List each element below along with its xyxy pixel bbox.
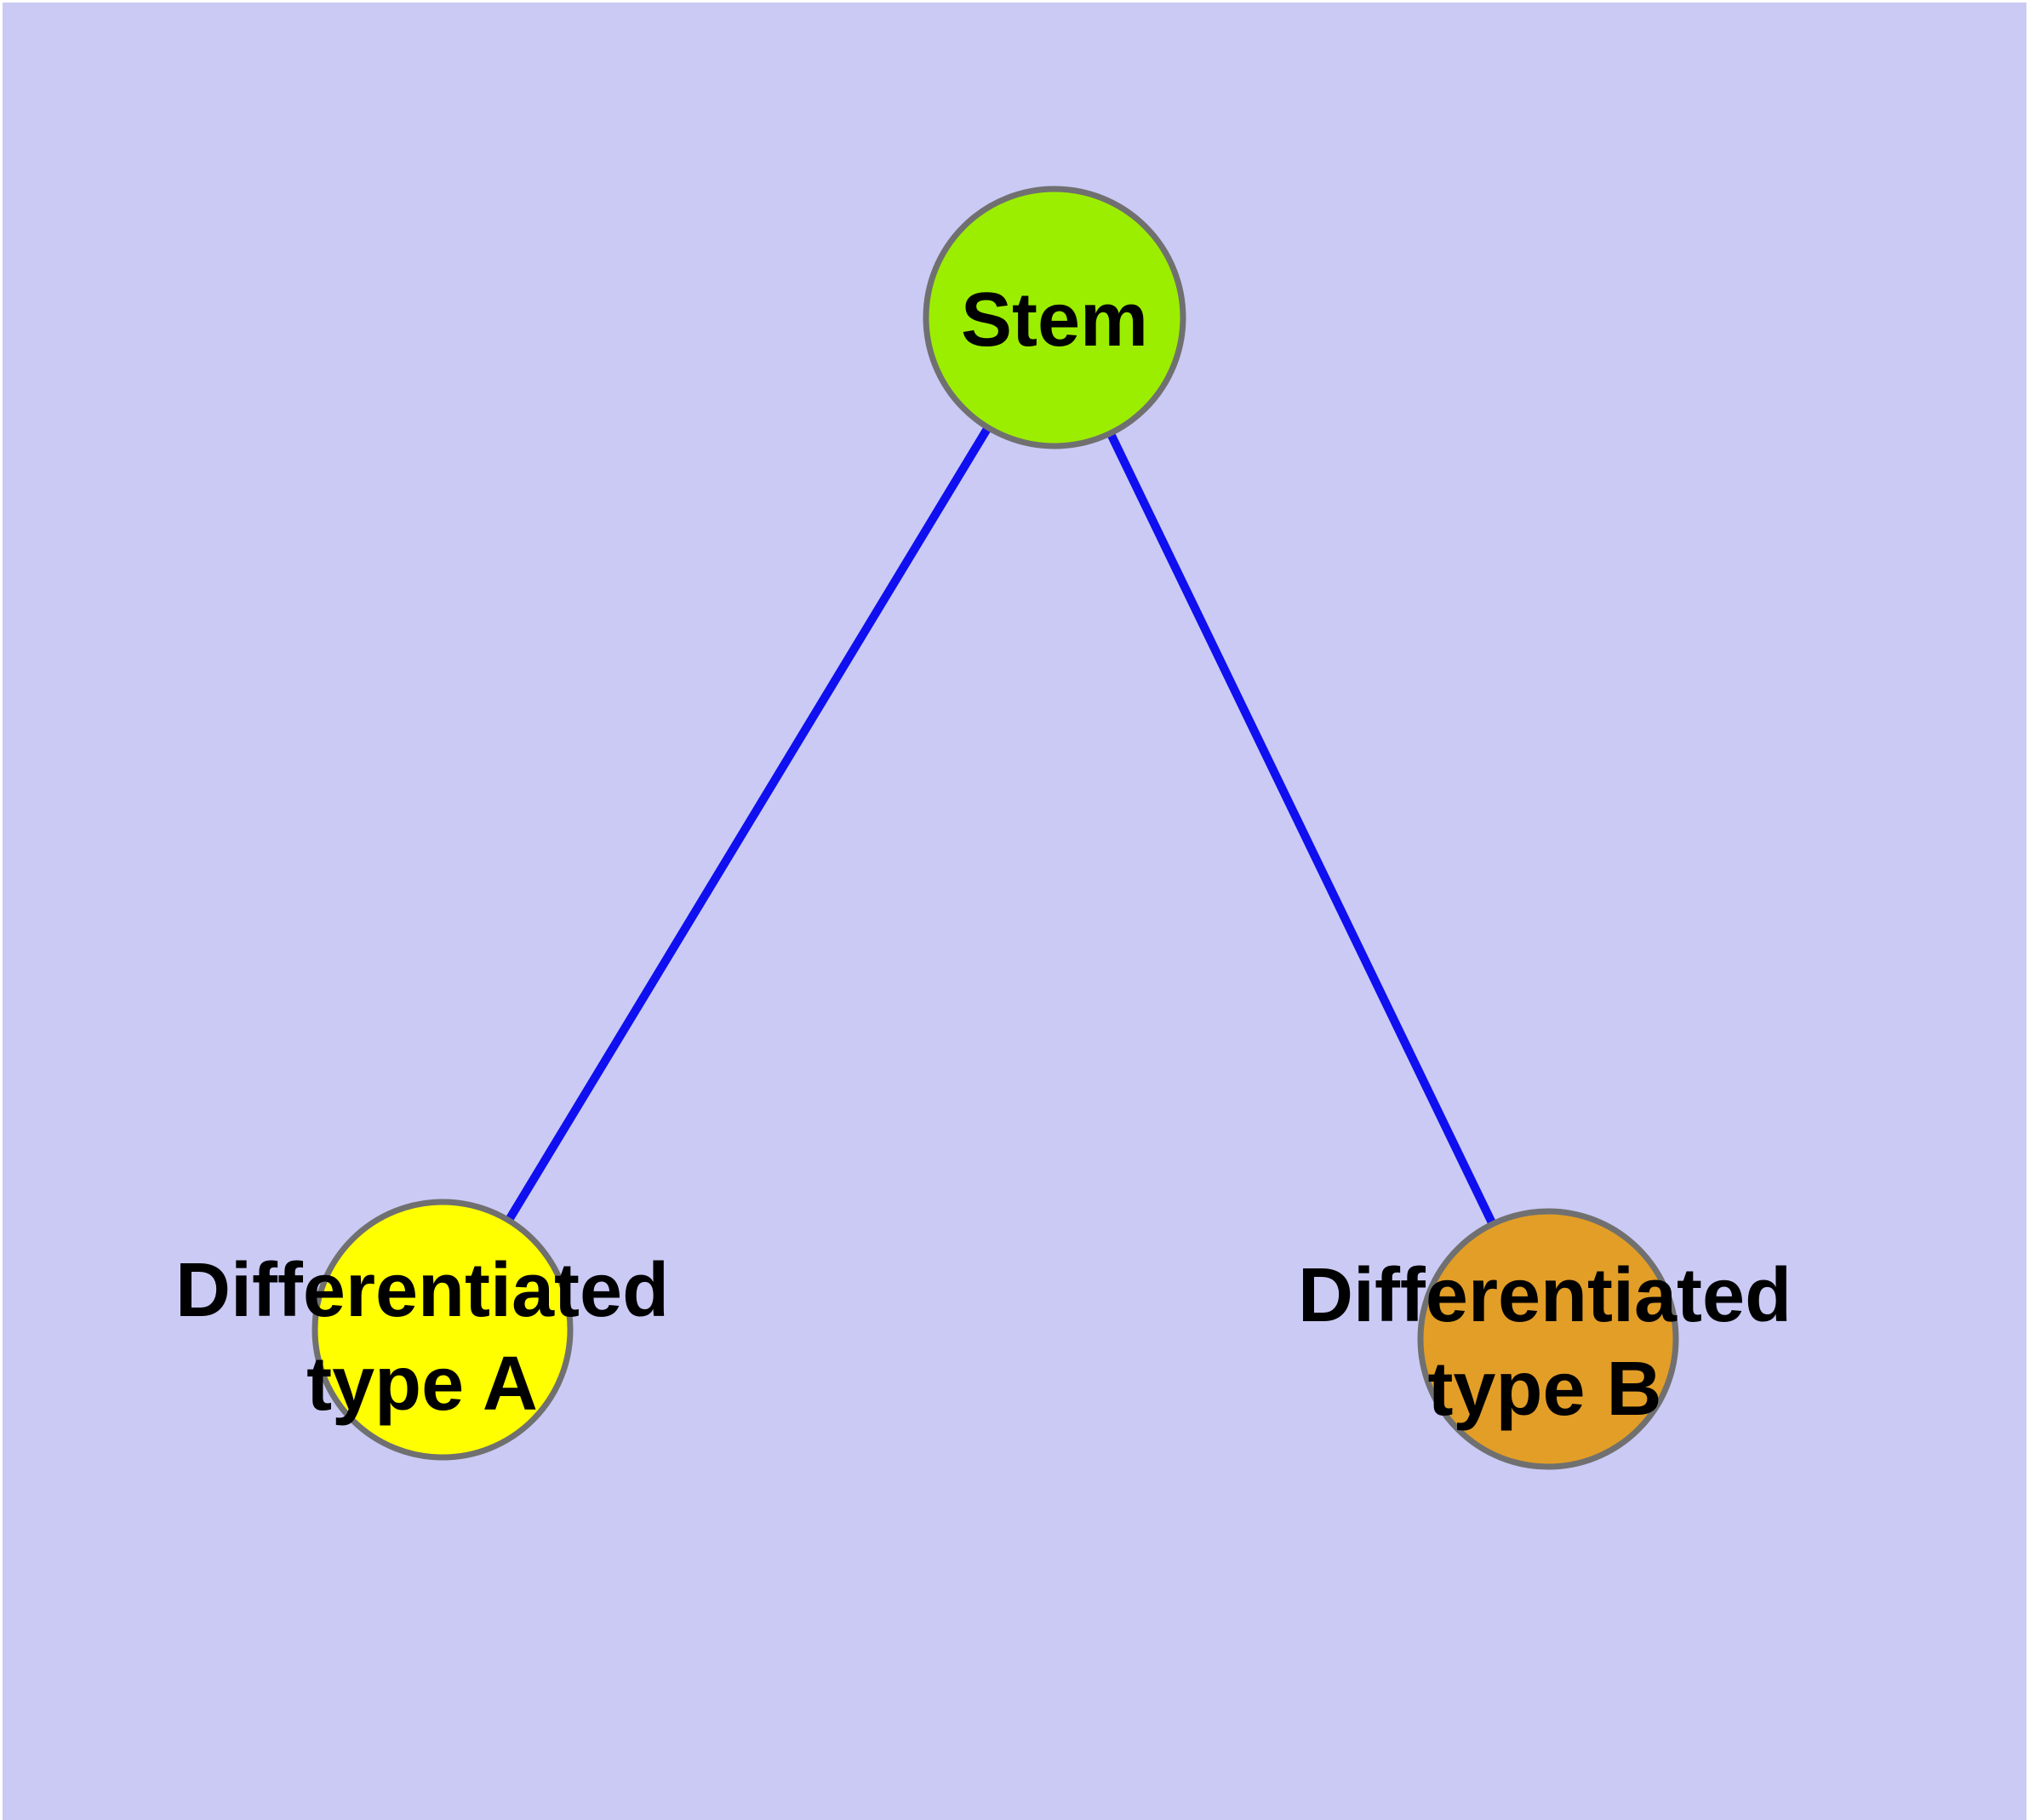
stem-node-label: Stem bbox=[961, 273, 1148, 367]
type-b-node-label-line2: type B bbox=[1427, 1347, 1662, 1432]
edge-stem-to-type-a bbox=[438, 315, 1059, 1332]
type-b-node-label: Differentiated type B bbox=[1298, 1249, 1792, 1436]
type-b-node-circle bbox=[1417, 1208, 1679, 1470]
stem-node-circle bbox=[923, 186, 1186, 449]
edge-stem-to-type-b bbox=[1050, 315, 1552, 1342]
type-b-node-label-line1: Differentiated bbox=[1297, 1253, 1792, 1338]
type-a-node-label: Differentiated type A bbox=[175, 1244, 669, 1431]
type-a-node-label-line1: Differentiated bbox=[174, 1248, 670, 1333]
type-a-node-circle bbox=[311, 1199, 574, 1461]
type-a-node-label-line2: type A bbox=[306, 1342, 538, 1427]
stem-node-label-text: Stem bbox=[960, 278, 1149, 363]
